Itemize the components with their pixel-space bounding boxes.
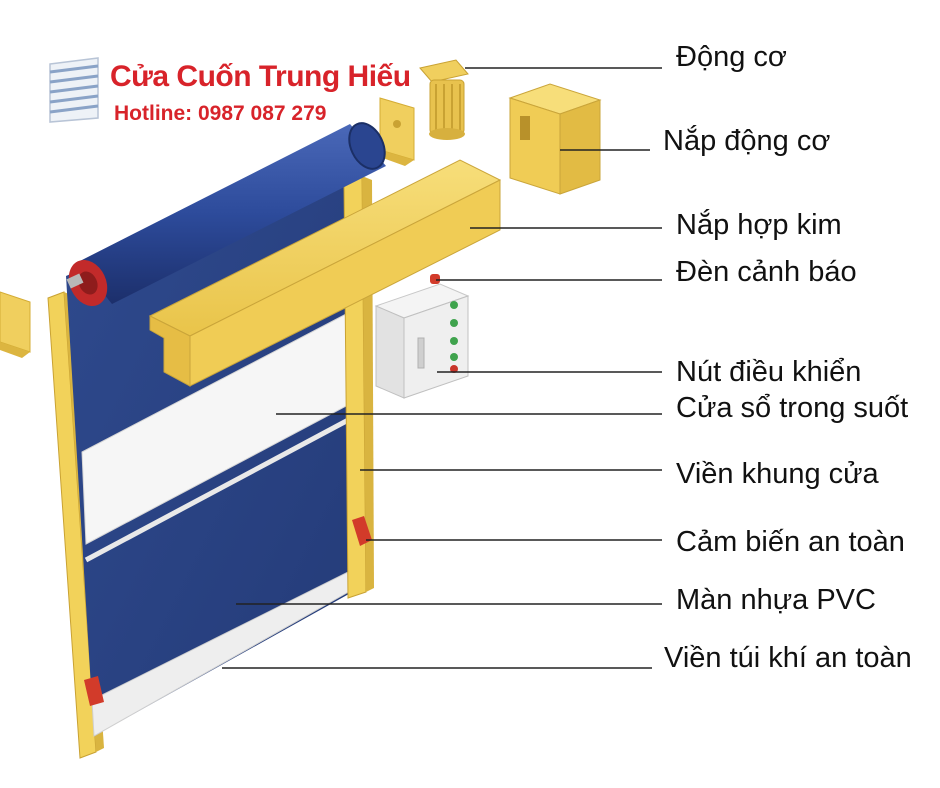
label-control-button: Nút điều khiển xyxy=(676,356,862,388)
left-bracket xyxy=(0,291,31,358)
roller-shutter-icon xyxy=(49,57,99,123)
label-door-frame: Viền khung cửa xyxy=(676,458,879,490)
safety-sensors xyxy=(84,516,372,706)
label-transparent-window: Cửa sổ trong suốt xyxy=(676,392,909,424)
label-pvc-curtain: Màn nhựa PVC xyxy=(676,584,876,616)
label-safety-sensor: Cảm biến an toàn xyxy=(676,526,905,558)
brand-hotline: Hotline: 0987 087 279 xyxy=(114,102,327,125)
label-motor-cover: Nắp động cơ xyxy=(663,125,831,157)
label-airbag-edge: Viền túi khí an toàn xyxy=(664,642,912,674)
alloy-cover-beam xyxy=(148,159,502,387)
control-button-green-2 xyxy=(450,319,458,327)
motor-cover-box xyxy=(508,83,602,195)
control-box xyxy=(374,274,470,399)
label-warning-light: Đèn cảnh báo xyxy=(676,256,857,288)
leader-lines xyxy=(222,67,662,669)
control-button-green-4 xyxy=(450,353,458,361)
label-motor: Động cơ xyxy=(676,41,787,73)
control-button-red xyxy=(450,365,458,373)
control-button-green-3 xyxy=(450,337,458,345)
brand-name: Cửa Cuốn Trung Hiếu xyxy=(110,60,411,93)
label-alloy-cover: Nắp hợp kim xyxy=(676,209,842,241)
right-bracket xyxy=(379,97,415,166)
roller-drum xyxy=(66,122,386,307)
warning-light-lamp xyxy=(430,274,440,284)
control-button-green-1 xyxy=(450,301,458,309)
motor-unit xyxy=(419,59,469,140)
